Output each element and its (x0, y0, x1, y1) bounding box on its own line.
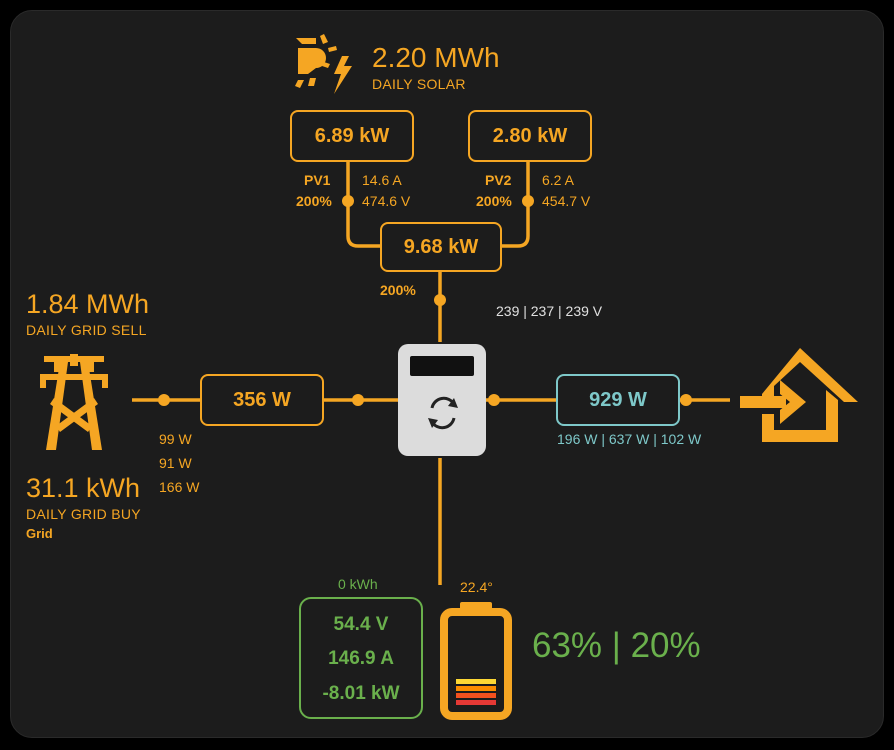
inverter-icon[interactable] (396, 342, 488, 458)
grid-phase2: 91 W (159, 455, 192, 471)
power-tower-icon[interactable] (36, 354, 112, 450)
grid-right-flow-dot (352, 394, 364, 406)
grid-phase1: 99 W (159, 431, 192, 447)
pv2-power-box[interactable]: 2.80 kW (468, 110, 592, 162)
battery-power: -8.01 kW (322, 683, 400, 704)
load-phases: 196 W | 637 W | 102 W (557, 431, 702, 447)
load-power-box[interactable]: 929 W (556, 374, 680, 426)
sun-lightning-icon[interactable] (294, 34, 354, 94)
pv2-voltage: 454.7 V (542, 193, 591, 209)
battery-energy: 0 kWh (338, 576, 378, 592)
battery-level-bar (456, 679, 496, 684)
daily-grid-buy-value: 31.1 kWh (26, 473, 141, 503)
battery-level-bar (456, 686, 496, 691)
grid-left-flow-dot (158, 394, 170, 406)
battery-current: 146.9 A (328, 648, 394, 669)
battery-stats-box[interactable] (299, 597, 423, 719)
load-right-flow-dot (680, 394, 692, 406)
grid-name: Grid (26, 526, 53, 541)
pv1-name: PV1 (304, 172, 331, 188)
battery-level-bar (456, 700, 496, 705)
pv1-power-box[interactable]: 6.89 kW (290, 110, 414, 162)
home-import-icon[interactable] (740, 344, 858, 444)
battery-icon[interactable] (440, 602, 512, 720)
solar-total-percent: 200% (380, 282, 416, 298)
grid-power-box[interactable]: 356 W (200, 374, 324, 426)
grid-phase3: 166 W (159, 479, 200, 495)
battery-soc: 63% | 20% (532, 626, 701, 665)
pv2-percent: 200% (476, 193, 512, 209)
pv1-current: 14.6 A (362, 172, 402, 188)
pv1-flow-dot (342, 195, 354, 207)
inverter-voltages: 239 | 237 | 239 V (496, 303, 603, 319)
pv2-name: PV2 (485, 172, 512, 188)
battery-level-bar (456, 693, 496, 698)
pv2-current: 6.2 A (542, 172, 574, 188)
pv1-voltage: 474.6 V (362, 193, 411, 209)
pv2-flow-dot (522, 195, 534, 207)
daily-solar-label: DAILY SOLAR (372, 76, 466, 92)
daily-grid-sell-value: 1.84 MWh (26, 289, 150, 319)
solar-inverter-flow-dot (434, 294, 446, 306)
pv1-percent: 200% (296, 193, 332, 209)
daily-grid-sell-label: DAILY GRID SELL (26, 322, 147, 338)
solar-total-power-box[interactable]: 9.68 kW (380, 222, 502, 272)
load-left-flow-dot (488, 394, 500, 406)
battery-voltage: 54.4 V (333, 614, 389, 635)
daily-solar-value: 2.20 MWh (372, 42, 500, 73)
battery-temperature: 22.4° (460, 579, 493, 595)
daily-grid-buy-label: DAILY GRID BUY (26, 506, 141, 522)
